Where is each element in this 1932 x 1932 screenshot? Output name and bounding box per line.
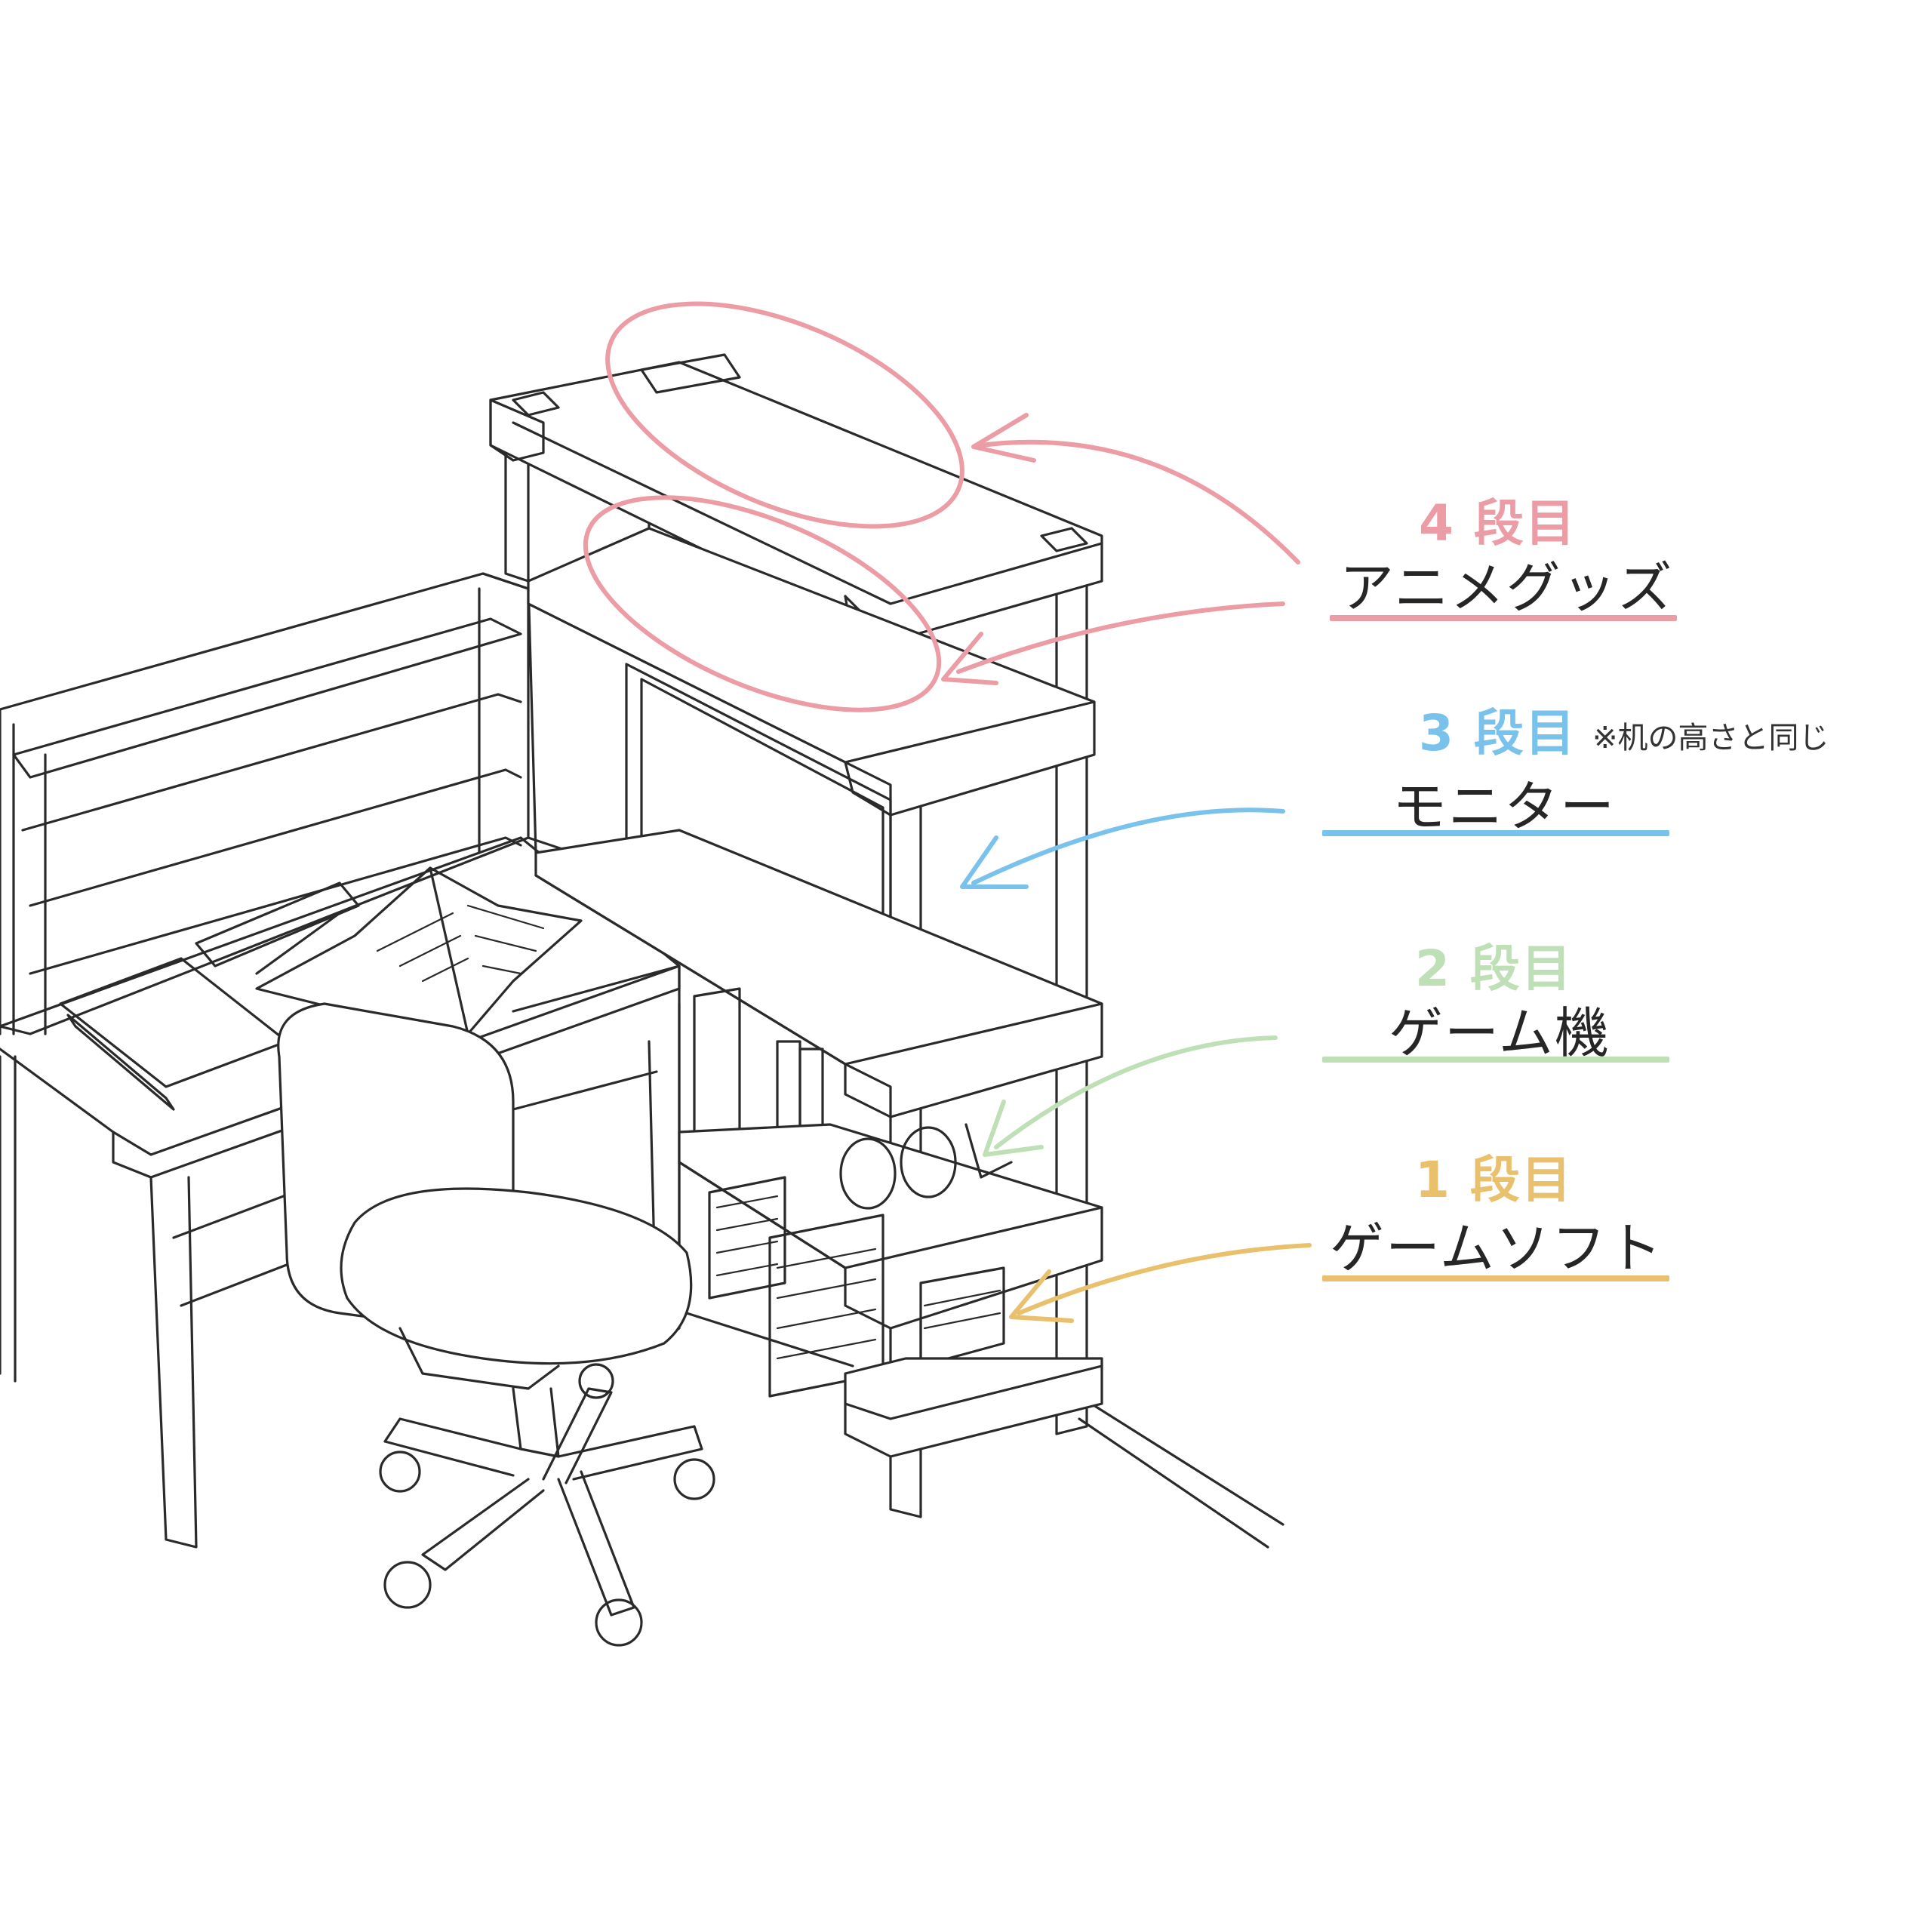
tier4-highlight-top (605, 301, 964, 529)
tier1-number: 1 段目 (1415, 1151, 1573, 1209)
tier4-arrowhead-second (941, 632, 998, 685)
tier1-arrowhead (1009, 1269, 1074, 1323)
tier3-arrow (971, 808, 1285, 885)
tier2-underline (1322, 1057, 1669, 1063)
tier4-arrow-second (956, 601, 1285, 674)
tier2-name: ゲーム機 (1389, 1001, 1611, 1065)
tier2-arrowhead (983, 1100, 1044, 1157)
tier4-name: アニメグッズ (1340, 556, 1674, 620)
tier4-arrow-top (979, 439, 1300, 565)
tier3-name: モニター (1392, 775, 1617, 838)
shelf-unit (489, 353, 1103, 1518)
tier3-number: 3 段目 (1419, 704, 1577, 762)
tier1-arrow (1017, 1243, 1312, 1315)
tier1-name: ゲームソフト (1330, 1217, 1663, 1280)
annotations (583, 301, 1312, 1323)
tier3-note: ※机の高さと同じ (1592, 721, 1829, 755)
line-drawing (0, 353, 1284, 1647)
tier3-underline (1322, 830, 1669, 836)
tier4-arrowhead-top (971, 413, 1036, 463)
tier3-arrowhead (960, 835, 1029, 889)
tier2-number: 2 段目 (1415, 940, 1573, 998)
tier4-number: 4 段目 (1419, 494, 1577, 552)
office-chair (277, 1002, 715, 1647)
tier2-arrow (994, 1035, 1278, 1149)
tier1-underline (1322, 1275, 1669, 1281)
tier4-highlight-second (583, 495, 942, 712)
tier4-underline (1330, 615, 1677, 621)
